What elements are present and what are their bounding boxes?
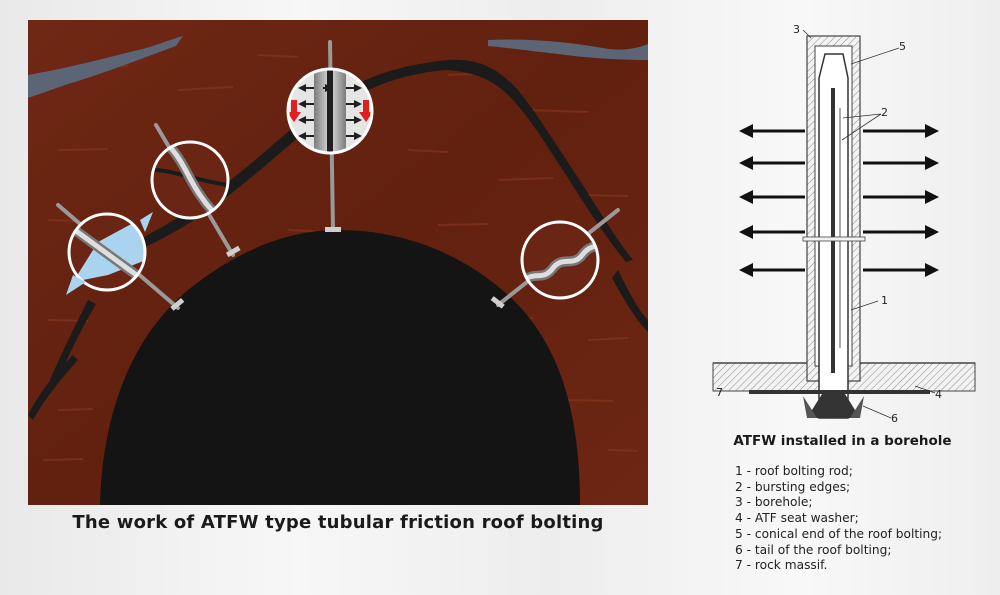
crack-top-left [28,36,183,98]
crack-top-right [488,39,648,60]
magnifier-friction [286,67,374,155]
borehole-diagram: 3 5 2 1 4 6 7 [705,18,985,430]
magnifier-wedge [66,212,153,295]
left-arrow-icon [298,84,333,140]
main-caption: The work of ATFW type tubular friction r… [72,512,604,533]
legend-list: 1 - roof bolting rod; 2 - bursting edges… [735,464,997,574]
legend-item: 3 - borehole; [735,495,813,510]
pressure-arrows [739,124,939,277]
down-arrow-icon [288,100,372,122]
callout-2: 2 [881,106,888,119]
tunnel-opening [100,230,580,505]
legend-item: 4 - ATF seat washer; [735,511,859,526]
callout-3: 3 [793,23,800,36]
bolting-illustration [28,20,648,505]
magnifier-wave [520,220,600,300]
diagram-caption: ATFW installed in a borehole [733,433,952,449]
callout-6: 6 [891,412,898,425]
legend-item: 2 - bursting edges; [735,479,851,494]
seat-washer [749,390,930,418]
right-arrow-icon [346,84,362,140]
callout-4: 4 [935,388,942,401]
callout-1: 1 [881,294,888,307]
callout-7: 7 [716,386,723,399]
bolt-plates [170,227,505,311]
rock-fractures [28,59,648,420]
legend-item: 5 - conical end of the roof bolting; [735,526,943,541]
legend-item: 1 - roof bolting rod; [735,464,853,478]
callout-5: 5 [899,40,906,53]
legend-item: 6 - tail of the roof bolting; [735,542,892,557]
legend-item: 7 - rock massif. [735,558,828,573]
